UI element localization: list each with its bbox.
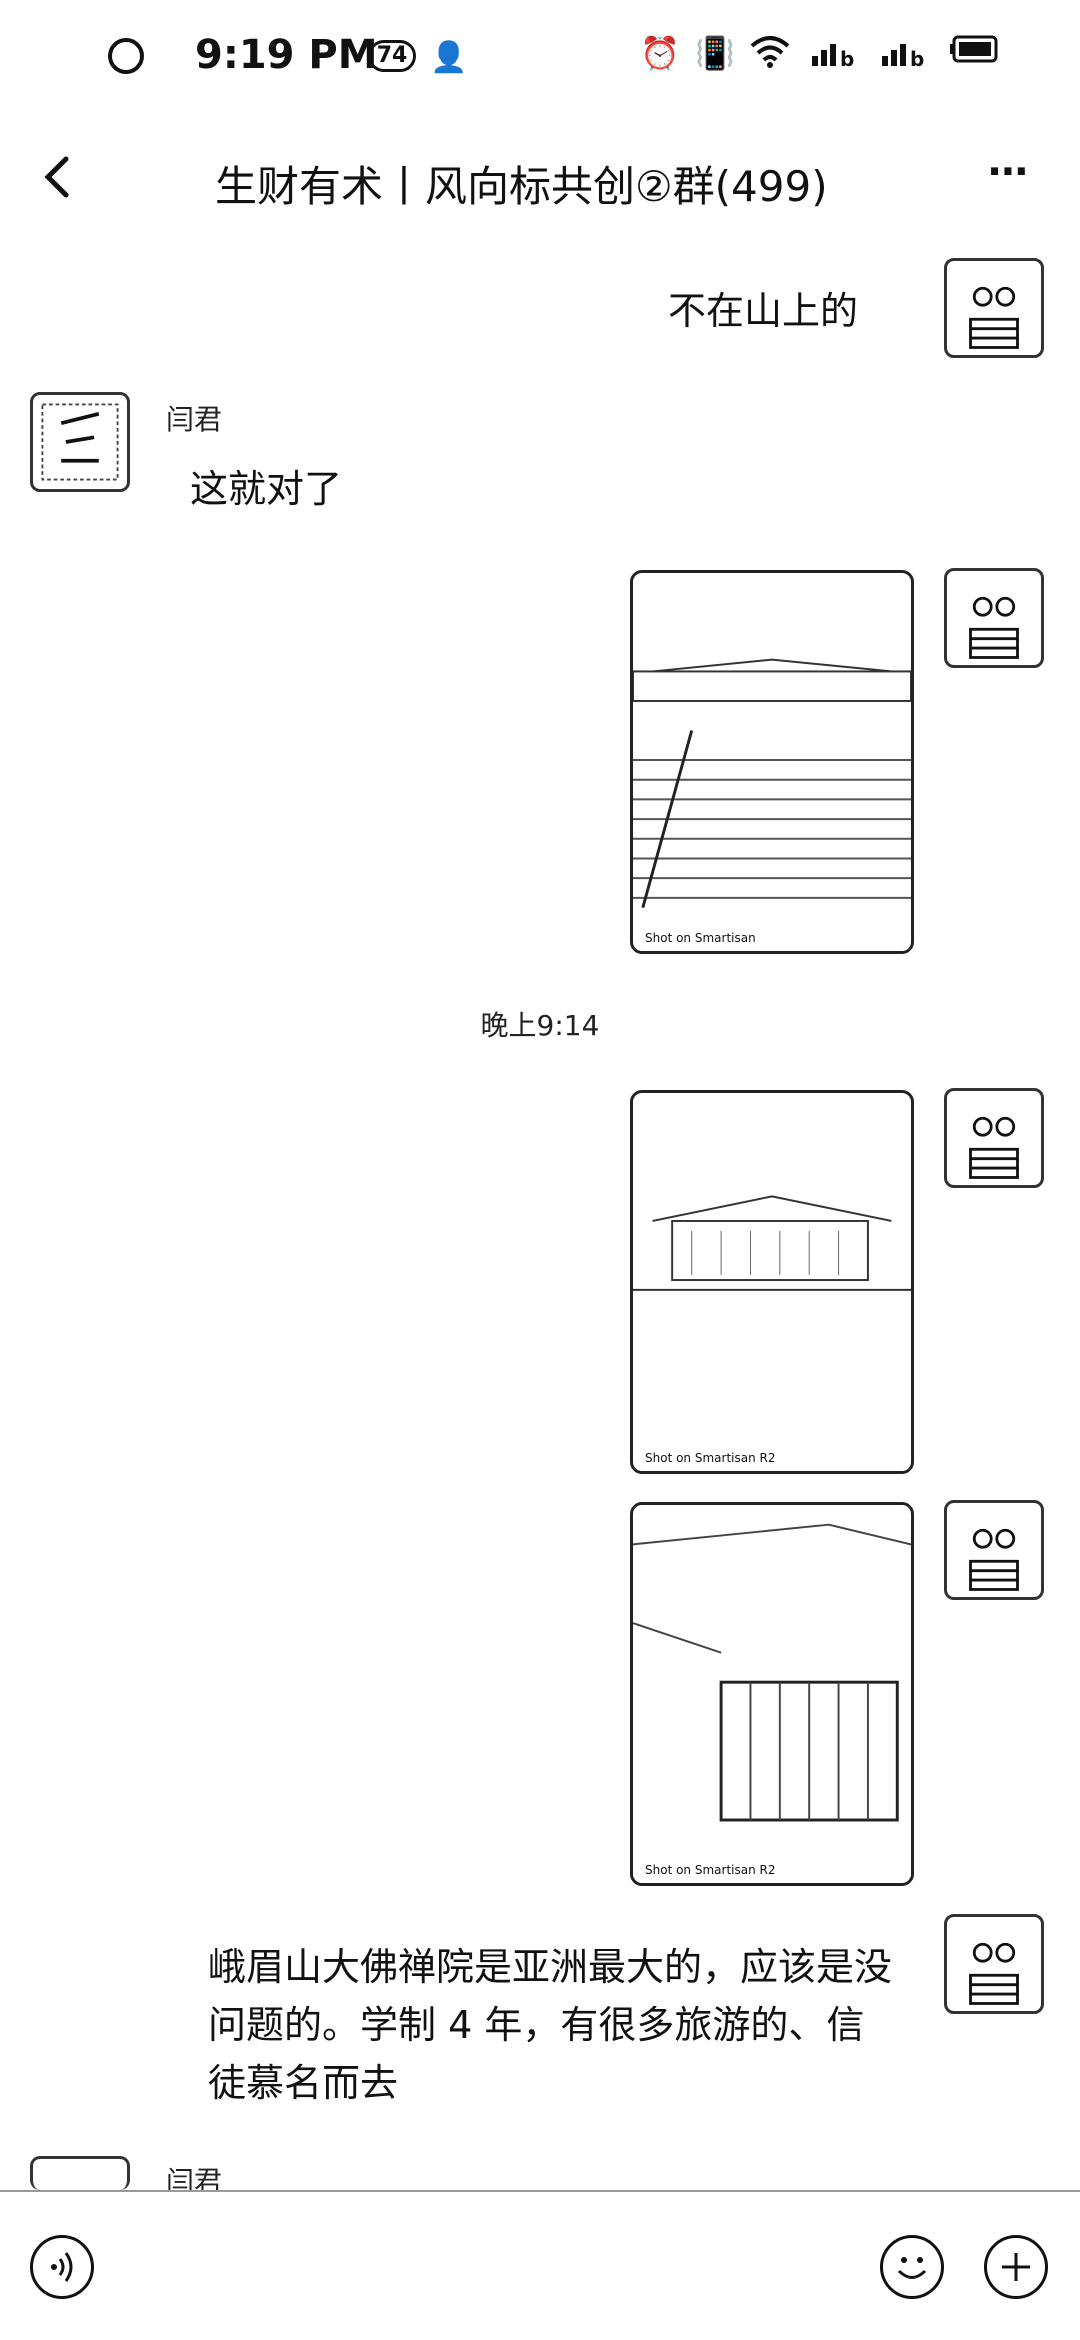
chevron-left-icon <box>44 156 69 198</box>
circle-icon <box>108 38 144 74</box>
notification-badge: 74 <box>368 40 416 72</box>
emoji-button[interactable] <box>880 2235 944 2299</box>
avatar[interactable] <box>944 568 1044 668</box>
sender-name: 闫君 <box>166 2165 223 2190</box>
avatar-image <box>969 596 1019 659</box>
message-text[interactable]: 不在山上的 <box>668 289 859 333</box>
voice-button[interactable] <box>30 2235 94 2299</box>
signal-icon: b <box>810 34 860 76</box>
avatar-image <box>969 286 1019 349</box>
person-icon: 👤 <box>430 40 468 75</box>
image-caption: Shot on Smartisan R2 <box>641 1863 780 1877</box>
more-icon: ⋯ <box>988 149 1032 195</box>
wifi-icon <box>750 34 790 76</box>
image-caption: Shot on Smartisan R2 <box>641 1451 780 1465</box>
status-bar: 9:19 PM 74 👤 ⏰ 📳 b b <box>0 0 1080 120</box>
back-button[interactable] <box>30 147 90 207</box>
temple-courtyard-photo <box>633 1195 911 1291</box>
emoji-icon <box>897 2257 927 2279</box>
chat-title: 生财有术丨风向标共创②群(499) <box>215 162 828 211</box>
add-button[interactable] <box>984 2235 1048 2299</box>
avatar-image <box>41 403 119 481</box>
message-image[interactable]: Shot on Smartisan R2 <box>630 1090 914 1474</box>
avatar-image <box>969 1116 1019 1179</box>
image-caption: Shot on Smartisan <box>641 931 760 945</box>
avatar[interactable] <box>944 258 1044 358</box>
message-text[interactable]: 峨眉山大佛禅院是亚洲最大的，应该是没问题的。学制 4 年，有很多旅游的、信徒慕名… <box>208 1945 893 2105</box>
message-image[interactable]: Shot on Smartisan <box>630 570 914 954</box>
divider <box>0 2190 1080 2192</box>
signal-icon-2: b <box>880 34 930 76</box>
avatar[interactable] <box>944 1914 1044 2014</box>
message-text[interactable]: 这就对了 <box>190 467 343 511</box>
chat-header: 生财有术丨风向标共创②群(499) ⋯ <box>0 125 1080 235</box>
avatar-image <box>969 1942 1019 2005</box>
timestamp: 晚上9:14 <box>480 1009 600 1042</box>
temple-building-photo <box>633 1523 911 1822</box>
alarm-icon: ⏰ <box>640 34 680 72</box>
avatar-image <box>969 1528 1019 1591</box>
message-image[interactable]: Shot on Smartisan R2 <box>630 1502 914 1886</box>
vibrate-icon: 📳 <box>695 34 735 72</box>
svg-text:b: b <box>910 47 924 68</box>
avatar[interactable] <box>30 2156 130 2190</box>
avatar[interactable] <box>944 1088 1044 1188</box>
svg-text:b: b <box>840 47 854 68</box>
battery-icon <box>950 34 1002 72</box>
avatar[interactable] <box>30 392 130 492</box>
more-button[interactable]: ⋯ <box>975 147 1045 207</box>
avatar[interactable] <box>944 1500 1044 1600</box>
plus-icon <box>1002 2253 1030 2281</box>
voice-icon <box>51 2252 73 2282</box>
sender-name: 闫君 <box>166 403 223 436</box>
temple-stairs-photo <box>633 658 911 909</box>
status-time: 9:19 PM <box>195 32 378 78</box>
